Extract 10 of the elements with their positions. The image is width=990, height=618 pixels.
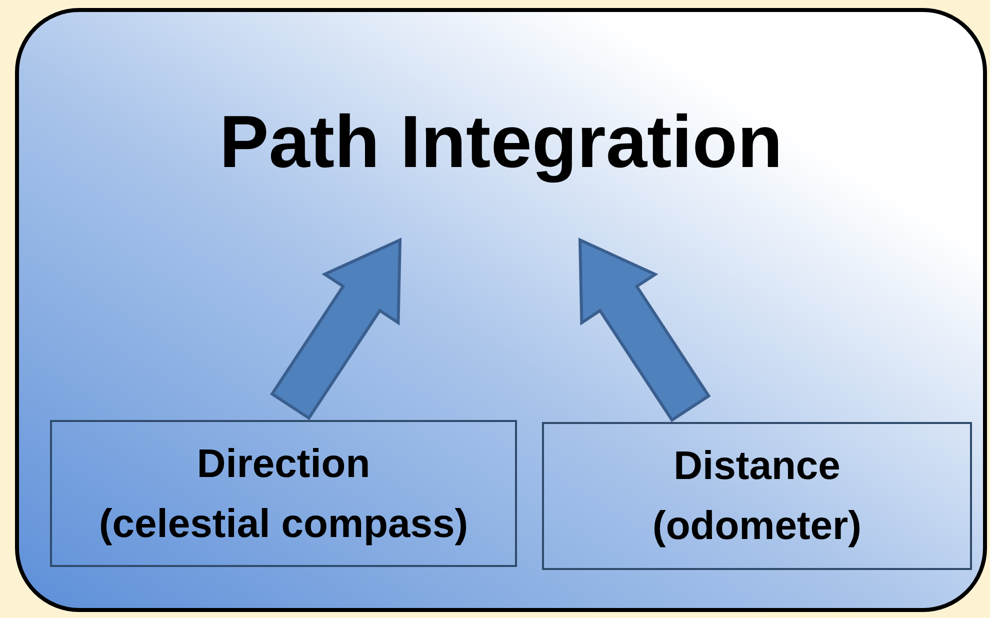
box-label: (odometer) [652,503,862,550]
rounded-panel [15,8,987,612]
label-box [542,422,972,570]
block-arrow [270,238,402,420]
box-label: Distance [674,443,840,490]
title-text: Path Integration [219,100,783,185]
box-label: (celestial compass) [98,500,468,548]
label-box [50,420,517,567]
box-label: Direction [196,440,370,488]
block-arrow [578,238,711,422]
